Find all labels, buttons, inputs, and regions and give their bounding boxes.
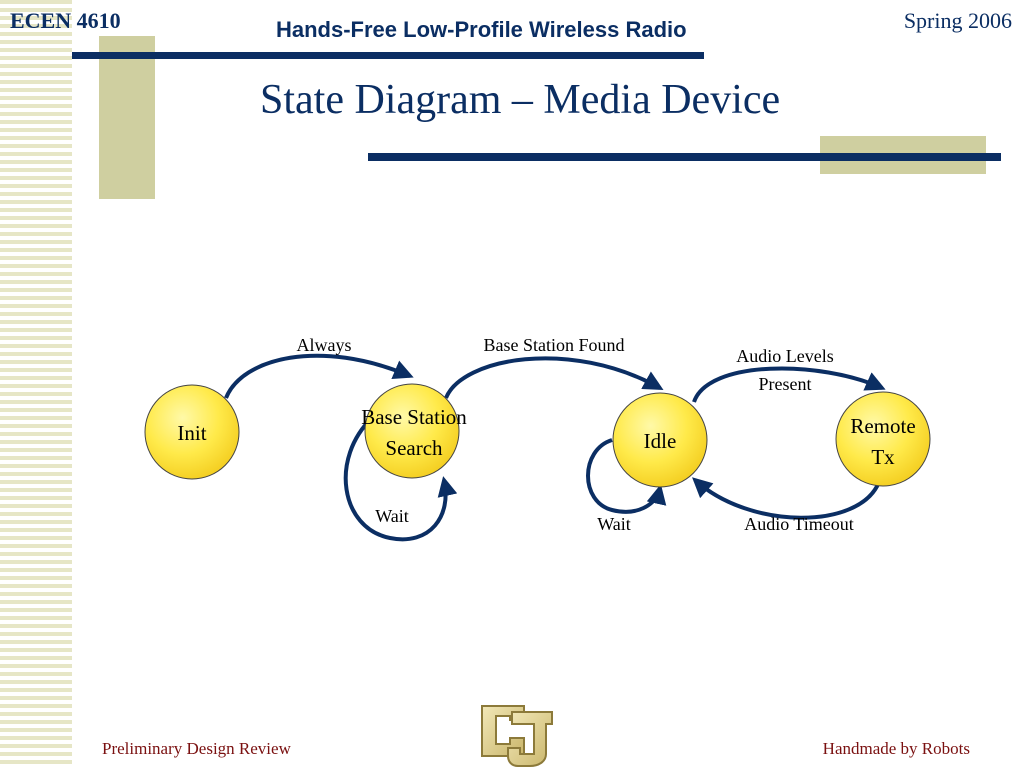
header-rule bbox=[72, 52, 704, 59]
state-remote-tx bbox=[835, 391, 931, 487]
edge-wait-search bbox=[343, 416, 458, 542]
state-remote-label-line1: Remote bbox=[850, 414, 915, 438]
edge-label-base-station-found: Base Station Found bbox=[483, 335, 624, 355]
title-rule bbox=[368, 153, 1001, 161]
header-title: Hands-Free Low-Profile Wireless Radio bbox=[276, 17, 687, 42]
edge-label-audio-levels-line1: Audio Levels bbox=[736, 346, 833, 366]
edge-label-audio-timeout: Audio Timeout bbox=[744, 514, 854, 534]
decorative-stripes bbox=[0, 0, 72, 768]
footer-presentation-name: Preliminary Design Review bbox=[102, 739, 291, 758]
edge-audio-timeout bbox=[692, 477, 881, 520]
edge-label-audio-levels-line2: Present bbox=[759, 374, 812, 394]
state-remote-label-line2: Tx bbox=[871, 445, 895, 469]
state-search-label-line1: Base Station bbox=[361, 405, 467, 429]
edge-always bbox=[224, 353, 414, 399]
decorative-tan-block-left bbox=[99, 36, 155, 199]
edge-wait-idle bbox=[586, 438, 667, 514]
course-code: ECEN 4610 bbox=[10, 8, 121, 33]
cu-logo bbox=[481, 705, 553, 767]
edge-base-station-found bbox=[444, 356, 664, 399]
state-idle bbox=[612, 392, 708, 488]
slide-title: State Diagram – Media Device bbox=[260, 77, 781, 123]
state-search-label-line2: Search bbox=[385, 436, 443, 460]
state-init bbox=[144, 384, 240, 480]
state-idle-label: Idle bbox=[644, 429, 677, 453]
state-init-label: Init bbox=[177, 421, 206, 445]
edge-label-always: Always bbox=[297, 335, 352, 355]
state-base-station-search bbox=[364, 383, 460, 479]
edge-label-wait-search: Wait bbox=[375, 506, 409, 526]
edge-label-wait-idle: Wait bbox=[597, 514, 631, 534]
semester: Spring 2006 bbox=[903, 8, 1012, 33]
edge-audio-levels-present bbox=[692, 366, 886, 403]
footer-team-name: Handmade by Robots bbox=[822, 739, 970, 758]
